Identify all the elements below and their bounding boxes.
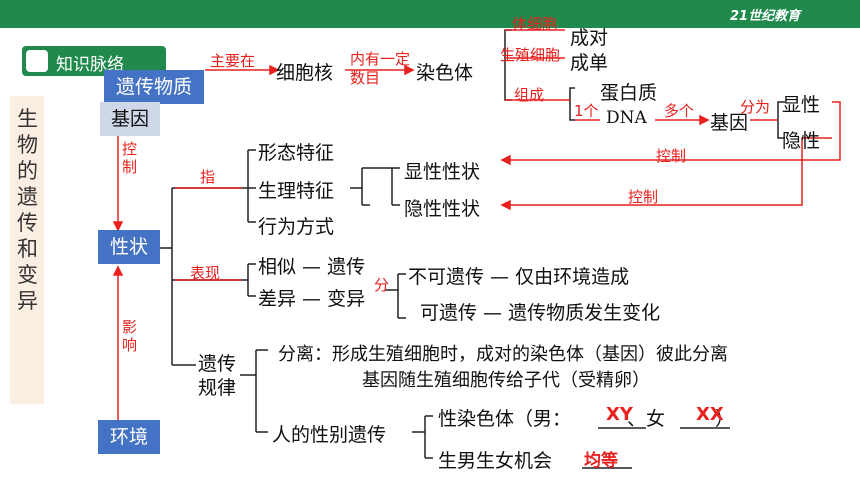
many-label: 多个 bbox=[664, 102, 695, 120]
xy-answer: XY bbox=[606, 404, 633, 425]
control-label: 控制 bbox=[122, 140, 138, 176]
nonheritable-node: 不可遗传 — 仅由环境造成 bbox=[408, 266, 630, 288]
sex-sep-text: 、女 bbox=[627, 408, 666, 430]
genetic-material-label: 遗传物质 bbox=[115, 76, 192, 98]
environment-box: 环境 bbox=[98, 420, 160, 454]
xx-answer: XX bbox=[696, 404, 724, 425]
differ-node: 差异 — 变异 bbox=[258, 288, 366, 310]
sex-chromosome-text: 性染色体（男： bbox=[438, 408, 572, 430]
nucleus-node: 细胞核 bbox=[276, 62, 334, 84]
runner-icon bbox=[26, 50, 48, 72]
gene2-node: 基因 bbox=[710, 112, 749, 134]
refer-label: 指 bbox=[200, 168, 216, 186]
brand-logo: 21世纪教育 bbox=[730, 9, 801, 24]
behavior-node: 行为方式 bbox=[258, 216, 335, 238]
gene-label: 基因 bbox=[110, 108, 149, 130]
sex-chromosome-node: 性染色体（男： 、女 ） bbox=[438, 404, 734, 431]
side-title-text: 生物的遗传和变异 bbox=[17, 107, 38, 313]
body-cell-label: 体细胞 bbox=[512, 15, 558, 33]
genetic-material-box: 遗传物质 bbox=[104, 70, 204, 104]
contains-label: 内有一定数目 bbox=[350, 50, 411, 87]
mainly-in-label: 主要在 bbox=[210, 52, 256, 70]
physio-node: 生理特征 bbox=[258, 180, 335, 202]
germ-cell-label: 生殖细胞 bbox=[500, 46, 561, 64]
control-recessive-label: 控制 bbox=[628, 188, 659, 206]
trait-label: 性状 bbox=[109, 236, 148, 258]
pair-node: 成对 bbox=[570, 27, 609, 49]
equal-answer: 均等 bbox=[584, 451, 618, 471]
heritable-node: 可遗传 — 遗传物质发生变化 bbox=[420, 302, 661, 324]
chromosome-node: 染色体 bbox=[416, 62, 474, 84]
separation-line1: 分离：形成生殖细胞时，成对的染色体（基因）彼此分离 bbox=[278, 344, 728, 365]
similar-node: 相似 — 遗传 bbox=[258, 256, 366, 278]
protein-node: 蛋白质 bbox=[600, 82, 658, 104]
divided-label: 分为 bbox=[740, 98, 771, 116]
side-title: 生物的遗传和变异 bbox=[10, 96, 44, 404]
divide-label: 分 bbox=[374, 276, 390, 294]
morph-node: 形态特征 bbox=[258, 142, 335, 164]
sex-end-text: ） bbox=[715, 408, 735, 430]
recessive-node: 隐性 bbox=[782, 130, 821, 152]
single-node: 成单 bbox=[570, 52, 609, 74]
chance-node: 生男生女机会 bbox=[438, 450, 553, 472]
gene-box: 基因 bbox=[100, 102, 160, 136]
express-label: 表现 bbox=[190, 264, 221, 282]
law-node: 遗传规律 bbox=[198, 353, 237, 399]
dna-node: DNA bbox=[606, 108, 647, 128]
compose-label: 组成 bbox=[514, 86, 545, 104]
sex-heredity-node: 人的性别遗传 bbox=[272, 424, 387, 446]
trait-box: 性状 bbox=[98, 230, 160, 264]
dominant-node: 显性 bbox=[782, 94, 821, 116]
dominant-trait-node: 显性性状 bbox=[404, 161, 481, 183]
recessive-trait-node: 隐性性状 bbox=[404, 198, 481, 220]
influence-label: 影响 bbox=[122, 318, 138, 354]
one-label: 1个 bbox=[574, 102, 599, 120]
control-dominant-label: 控制 bbox=[656, 147, 687, 165]
environment-label: 环境 bbox=[109, 426, 148, 448]
section-badge: 知识脉络 bbox=[22, 46, 166, 76]
top-bar: 21世纪教育 bbox=[0, 0, 860, 28]
separation-line2: 基因随生殖细胞传给子代（受精卵） bbox=[362, 370, 650, 391]
